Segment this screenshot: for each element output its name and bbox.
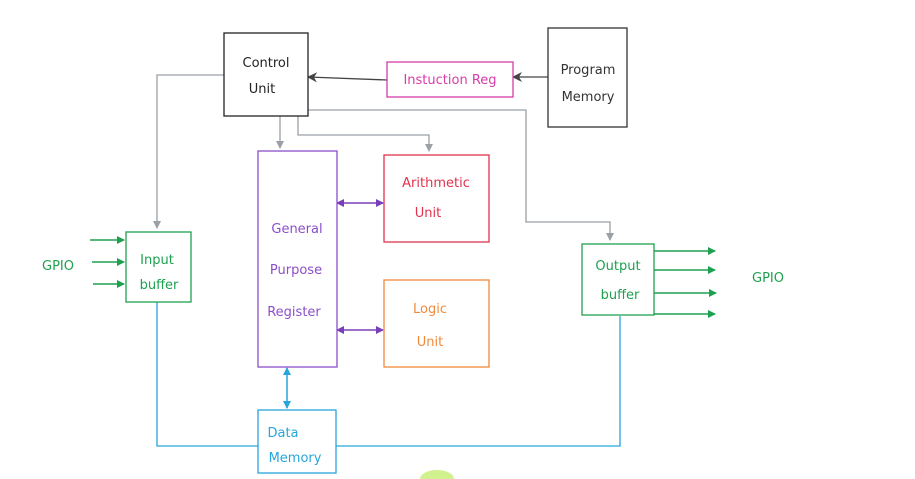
data-memory-label-2: Memory [269,451,322,466]
control-unit-label-2: Unit [249,82,275,97]
control-lines [153,74,614,241]
decorative-highlight [420,470,454,479]
control-to-input-line [153,74,224,229]
datamem-to-output-line [336,316,621,447]
gpr-label-2: Purpose [270,263,322,278]
data-memory-block: Data Memory [257,409,337,474]
control-to-arithmetic-line [297,116,433,152]
instruction-reg-label: Instuction Reg [403,73,496,88]
gpio-left-label: GPIO [42,259,74,274]
logic-unit-block: Logic Unit [383,279,490,368]
arithmetic-unit-label-2: Unit [415,206,441,221]
gpr-block: General Purpose Register [257,150,338,368]
input-buffer-label-1: Input [140,253,174,268]
gpio-right-label: GPIO [752,271,784,286]
data-bus-lines [156,302,621,447]
logic-unit-label-2: Unit [417,335,443,350]
input-buffer-block: Input buffer [125,231,192,303]
control-to-output-line [307,109,614,241]
instruction-reg-block: Instuction Reg [386,61,514,98]
control-unit-block: Control Unit [223,32,309,117]
program-memory-label-1: Program [561,63,616,78]
input-buffer-label-2: buffer [140,278,179,293]
gpr-label-3: Register [267,305,321,320]
ireg-to-control-arrow [307,72,388,83]
arithmetic-unit-label-1: Arithmetic [402,176,470,191]
gpr-label-1: General [271,222,322,237]
program-memory-label-2: Memory [562,90,615,105]
gpio-in-arrows [90,236,125,288]
arithmetic-unit-block: Arithmetic Unit [383,154,490,243]
gpio-out-arrows [654,247,717,318]
input-to-datamem-line [156,302,258,447]
output-buffer-label-2: buffer [601,288,640,303]
logic-unit-label-1: Logic [413,302,447,317]
output-buffer-block: Output buffer [581,243,655,316]
program-memory-block: Program Memory [547,27,628,128]
control-unit-label-1: Control [243,56,290,71]
output-buffer-label-1: Output [595,259,640,274]
data-memory-label-1: Data [267,426,298,441]
